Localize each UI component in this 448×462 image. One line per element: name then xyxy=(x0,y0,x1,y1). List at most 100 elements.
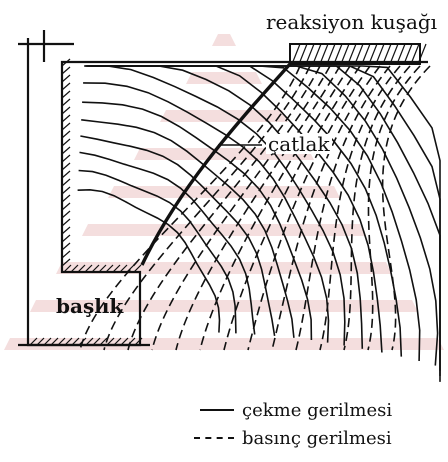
hatch-stroke xyxy=(119,264,128,273)
hatch-stroke xyxy=(70,264,79,273)
hatch-stroke xyxy=(85,337,94,346)
hatch-stroke xyxy=(106,337,115,346)
hatch-stroke xyxy=(61,106,71,115)
watermark-stripe xyxy=(186,72,262,84)
hatch-stroke xyxy=(57,337,66,346)
hatch-stroke xyxy=(61,90,71,99)
hatch-stroke xyxy=(61,74,71,83)
hatch-stroke xyxy=(354,43,364,65)
hatch-stroke xyxy=(61,178,71,187)
hatch-stroke xyxy=(64,337,73,346)
reaction-zone-label: reaksiyon kuşağı xyxy=(266,10,438,34)
compression-line xyxy=(367,65,421,351)
hatch-stroke xyxy=(61,242,71,251)
hatch-stroke xyxy=(61,114,71,123)
watermark-stripe xyxy=(108,186,340,198)
hatch-stroke xyxy=(61,202,71,211)
hatch-stroke xyxy=(43,337,52,346)
hatch-stroke xyxy=(120,337,129,346)
hatch-stroke xyxy=(61,162,71,171)
hatch-stroke xyxy=(61,194,71,203)
hatch-stroke xyxy=(298,43,308,65)
hatch-stroke xyxy=(61,66,71,75)
hatch-stroke xyxy=(105,264,114,273)
compression-line xyxy=(271,65,381,351)
hatch-stroke xyxy=(61,258,71,267)
tension-line xyxy=(79,151,256,335)
hatch-stroke xyxy=(361,43,371,65)
crack-label: çatlak xyxy=(266,132,332,156)
hatch-stroke xyxy=(340,43,350,65)
compression-line xyxy=(103,65,311,351)
hatch-stroke xyxy=(77,264,86,273)
compression-line xyxy=(381,65,431,351)
hatch-stroke xyxy=(61,226,71,235)
reaction-zone-block xyxy=(289,43,427,65)
hatch-stroke xyxy=(61,98,71,107)
hatch-stroke xyxy=(410,43,420,65)
hatch-stroke xyxy=(61,122,71,131)
compression-line xyxy=(295,65,391,351)
hatch-stroke xyxy=(403,43,413,65)
hatch-stroke xyxy=(389,43,399,65)
hatch-stroke xyxy=(396,43,406,65)
hatch-stroke xyxy=(92,337,101,346)
hatch-stroke xyxy=(112,264,121,273)
hatch-stroke xyxy=(61,138,71,147)
compression-line xyxy=(223,65,361,351)
compression-line xyxy=(151,65,331,351)
hatch-stroke xyxy=(99,337,108,346)
dashed-line-swatch xyxy=(194,437,234,439)
hatch-stroke xyxy=(61,146,71,155)
compression-line xyxy=(247,65,371,351)
hatch-stroke xyxy=(375,43,385,65)
hatch-stroke xyxy=(36,337,45,346)
hatch-stroke xyxy=(61,154,71,163)
hatch-stroke xyxy=(312,43,322,65)
hatch-stroke xyxy=(71,337,80,346)
legend-tension-label: çekme gerilmesi xyxy=(242,400,393,421)
head-fixture xyxy=(18,30,428,347)
hatch-stroke xyxy=(133,264,142,273)
hatch-stroke xyxy=(98,264,107,273)
solid-line-swatch xyxy=(200,409,234,411)
hatch-stroke xyxy=(333,43,343,65)
hatch-stroke xyxy=(305,43,315,65)
hatch-stroke xyxy=(347,43,357,65)
hatch-stroke xyxy=(326,43,336,65)
hatch-stroke xyxy=(291,43,301,65)
compression-line xyxy=(127,65,321,351)
compression-line xyxy=(79,65,301,351)
watermark-stripe xyxy=(4,338,444,350)
compression-stress-lines xyxy=(79,65,431,351)
hatch-stroke xyxy=(61,250,71,259)
legend-compression: basınç gerilmesi xyxy=(190,428,448,449)
head-label: başlık xyxy=(56,294,124,318)
compression-line xyxy=(175,65,341,351)
hatch-stroke xyxy=(91,264,100,273)
tension-line xyxy=(77,188,221,333)
tension-line xyxy=(83,82,330,343)
hatch-stroke xyxy=(61,170,71,179)
hatch-stroke xyxy=(63,264,72,273)
hatch-stroke xyxy=(417,43,427,65)
tension-line xyxy=(81,119,295,338)
crack-line xyxy=(140,62,292,266)
hatch-stroke xyxy=(61,186,71,195)
watermark-stripe xyxy=(82,224,366,236)
legend-compression-label: basınç gerilmesi xyxy=(242,428,392,449)
tension-line xyxy=(86,65,403,357)
hatch-stroke xyxy=(134,337,143,346)
hatch-stroke xyxy=(319,43,329,65)
hatch-stroke xyxy=(113,337,122,346)
tension-line xyxy=(91,65,441,382)
compression-line xyxy=(199,65,351,351)
hatch-stroke xyxy=(382,43,392,65)
hatch-stroke xyxy=(61,130,71,139)
hatch-stroke xyxy=(84,264,93,273)
hatch-stroke xyxy=(368,43,378,65)
watermark-stripe xyxy=(212,34,236,46)
watermark-stripe xyxy=(160,110,288,122)
